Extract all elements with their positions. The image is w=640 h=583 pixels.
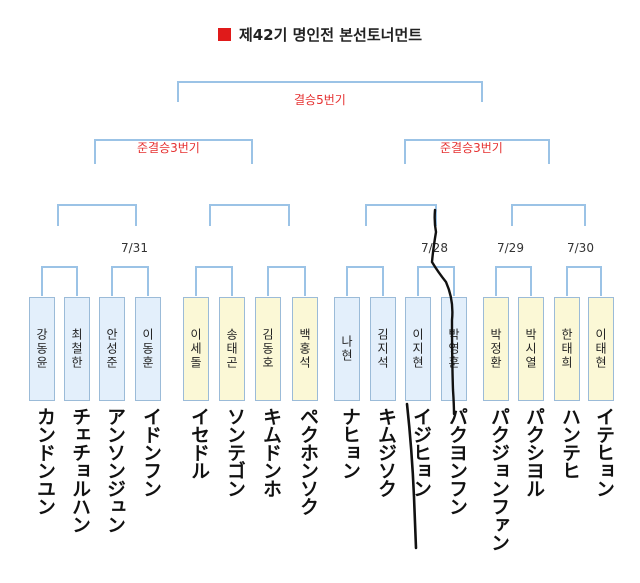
bracket-r1-7 [495, 266, 532, 296]
handwritten-reading: ナヒョン [339, 407, 361, 479]
handwritten-reading: キムジソク [375, 407, 397, 497]
player-box: 백홍석 [292, 297, 318, 401]
handwritten-reading: チェチョルハン [69, 407, 91, 533]
handwritten-reading: ソンテゴン [224, 407, 246, 497]
player-box: 이지현 [405, 297, 431, 401]
player-box: 박정환 [483, 297, 509, 401]
player-name: 나현 [339, 335, 354, 363]
player-name: 안성준 [104, 328, 119, 370]
player-name: 이지현 [410, 328, 425, 370]
handwritten-reading: カンドンユン [34, 407, 56, 515]
red-square-icon [217, 27, 231, 41]
player-box: 송태곤 [219, 297, 245, 401]
bracket-r1-3 [195, 266, 233, 296]
bracket-qf-4 [511, 204, 586, 226]
stage-semi-left-label: 준결승3번기 [137, 141, 200, 155]
bracket-r1-1 [41, 266, 78, 296]
handwritten-reading: アンソンジュン [104, 407, 126, 533]
bracket-qf-2 [209, 204, 290, 226]
player-box: 김동호 [255, 297, 281, 401]
match-date: 7/29 [497, 241, 524, 255]
handwritten-reading: パクジョンファン [488, 407, 510, 551]
handwritten-reading: イテヒョン [593, 407, 615, 497]
player-box: 강동윤 [29, 297, 55, 401]
match-date: 7/31 [121, 241, 148, 255]
bracket-r1-2 [111, 266, 149, 296]
player-name: 김동호 [260, 328, 275, 370]
bracket-r1-6 [417, 266, 455, 296]
player-name: 강동윤 [34, 328, 49, 370]
bracket-r1-5 [346, 266, 384, 296]
bracket-qf-3 [365, 204, 437, 226]
stage-final-label: 결승5번기 [294, 93, 346, 107]
player-box: 최철한 [64, 297, 90, 401]
player-name: 백홍석 [297, 328, 312, 370]
player-box: 이세돌 [183, 297, 209, 401]
bracket-r1-8 [566, 266, 602, 296]
bracket-sf-1 [94, 139, 253, 164]
player-box: 이동훈 [135, 297, 161, 401]
player-box: 나현 [334, 297, 360, 401]
player-name: 한태희 [559, 328, 574, 370]
handwritten-reading: ペクホンソク [297, 407, 319, 515]
bracket-r1-4 [267, 266, 306, 296]
handwritten-reading: イドンフン [140, 407, 162, 497]
player-box: 김지석 [370, 297, 396, 401]
handwritten-reading: イジヒョン [410, 407, 432, 497]
player-name: 박정환 [488, 328, 503, 370]
bracket-final [177, 81, 483, 102]
handwritten-reading: キムドンホ [260, 407, 282, 497]
handwritten-reading: イセドル [188, 407, 210, 479]
match-date: 7/30 [567, 241, 594, 255]
match-date: 7/28 [421, 241, 448, 255]
handwritten-reading: ハンテヒ [559, 407, 581, 479]
player-name: 이세돌 [188, 328, 203, 370]
player-box: 안성준 [99, 297, 125, 401]
player-box: 한태희 [554, 297, 580, 401]
player-box: 이태현 [588, 297, 614, 401]
title-text: 제42기 명인전 본선토너먼트 [238, 25, 423, 44]
player-box: 박시열 [518, 297, 544, 401]
player-name: 박영훈 [446, 328, 461, 370]
player-name: 김지석 [375, 328, 390, 370]
player-name: 송태곤 [224, 328, 239, 370]
bracket-qf-1 [57, 204, 137, 226]
player-name: 박시열 [523, 328, 538, 370]
handwritten-reading: パクヨンフン [446, 407, 468, 515]
tournament-title: 제42기 명인전 본선토너먼트 [0, 22, 640, 46]
bracket-sf-2 [404, 139, 550, 164]
stage-semi-right-label: 준결승3번기 [440, 141, 503, 155]
player-box: 박영훈 [441, 297, 467, 401]
player-name: 이태현 [593, 328, 608, 370]
handwritten-reading: パクシヨル [523, 407, 545, 497]
player-name: 이동훈 [140, 328, 155, 370]
player-name: 최철한 [69, 328, 84, 370]
